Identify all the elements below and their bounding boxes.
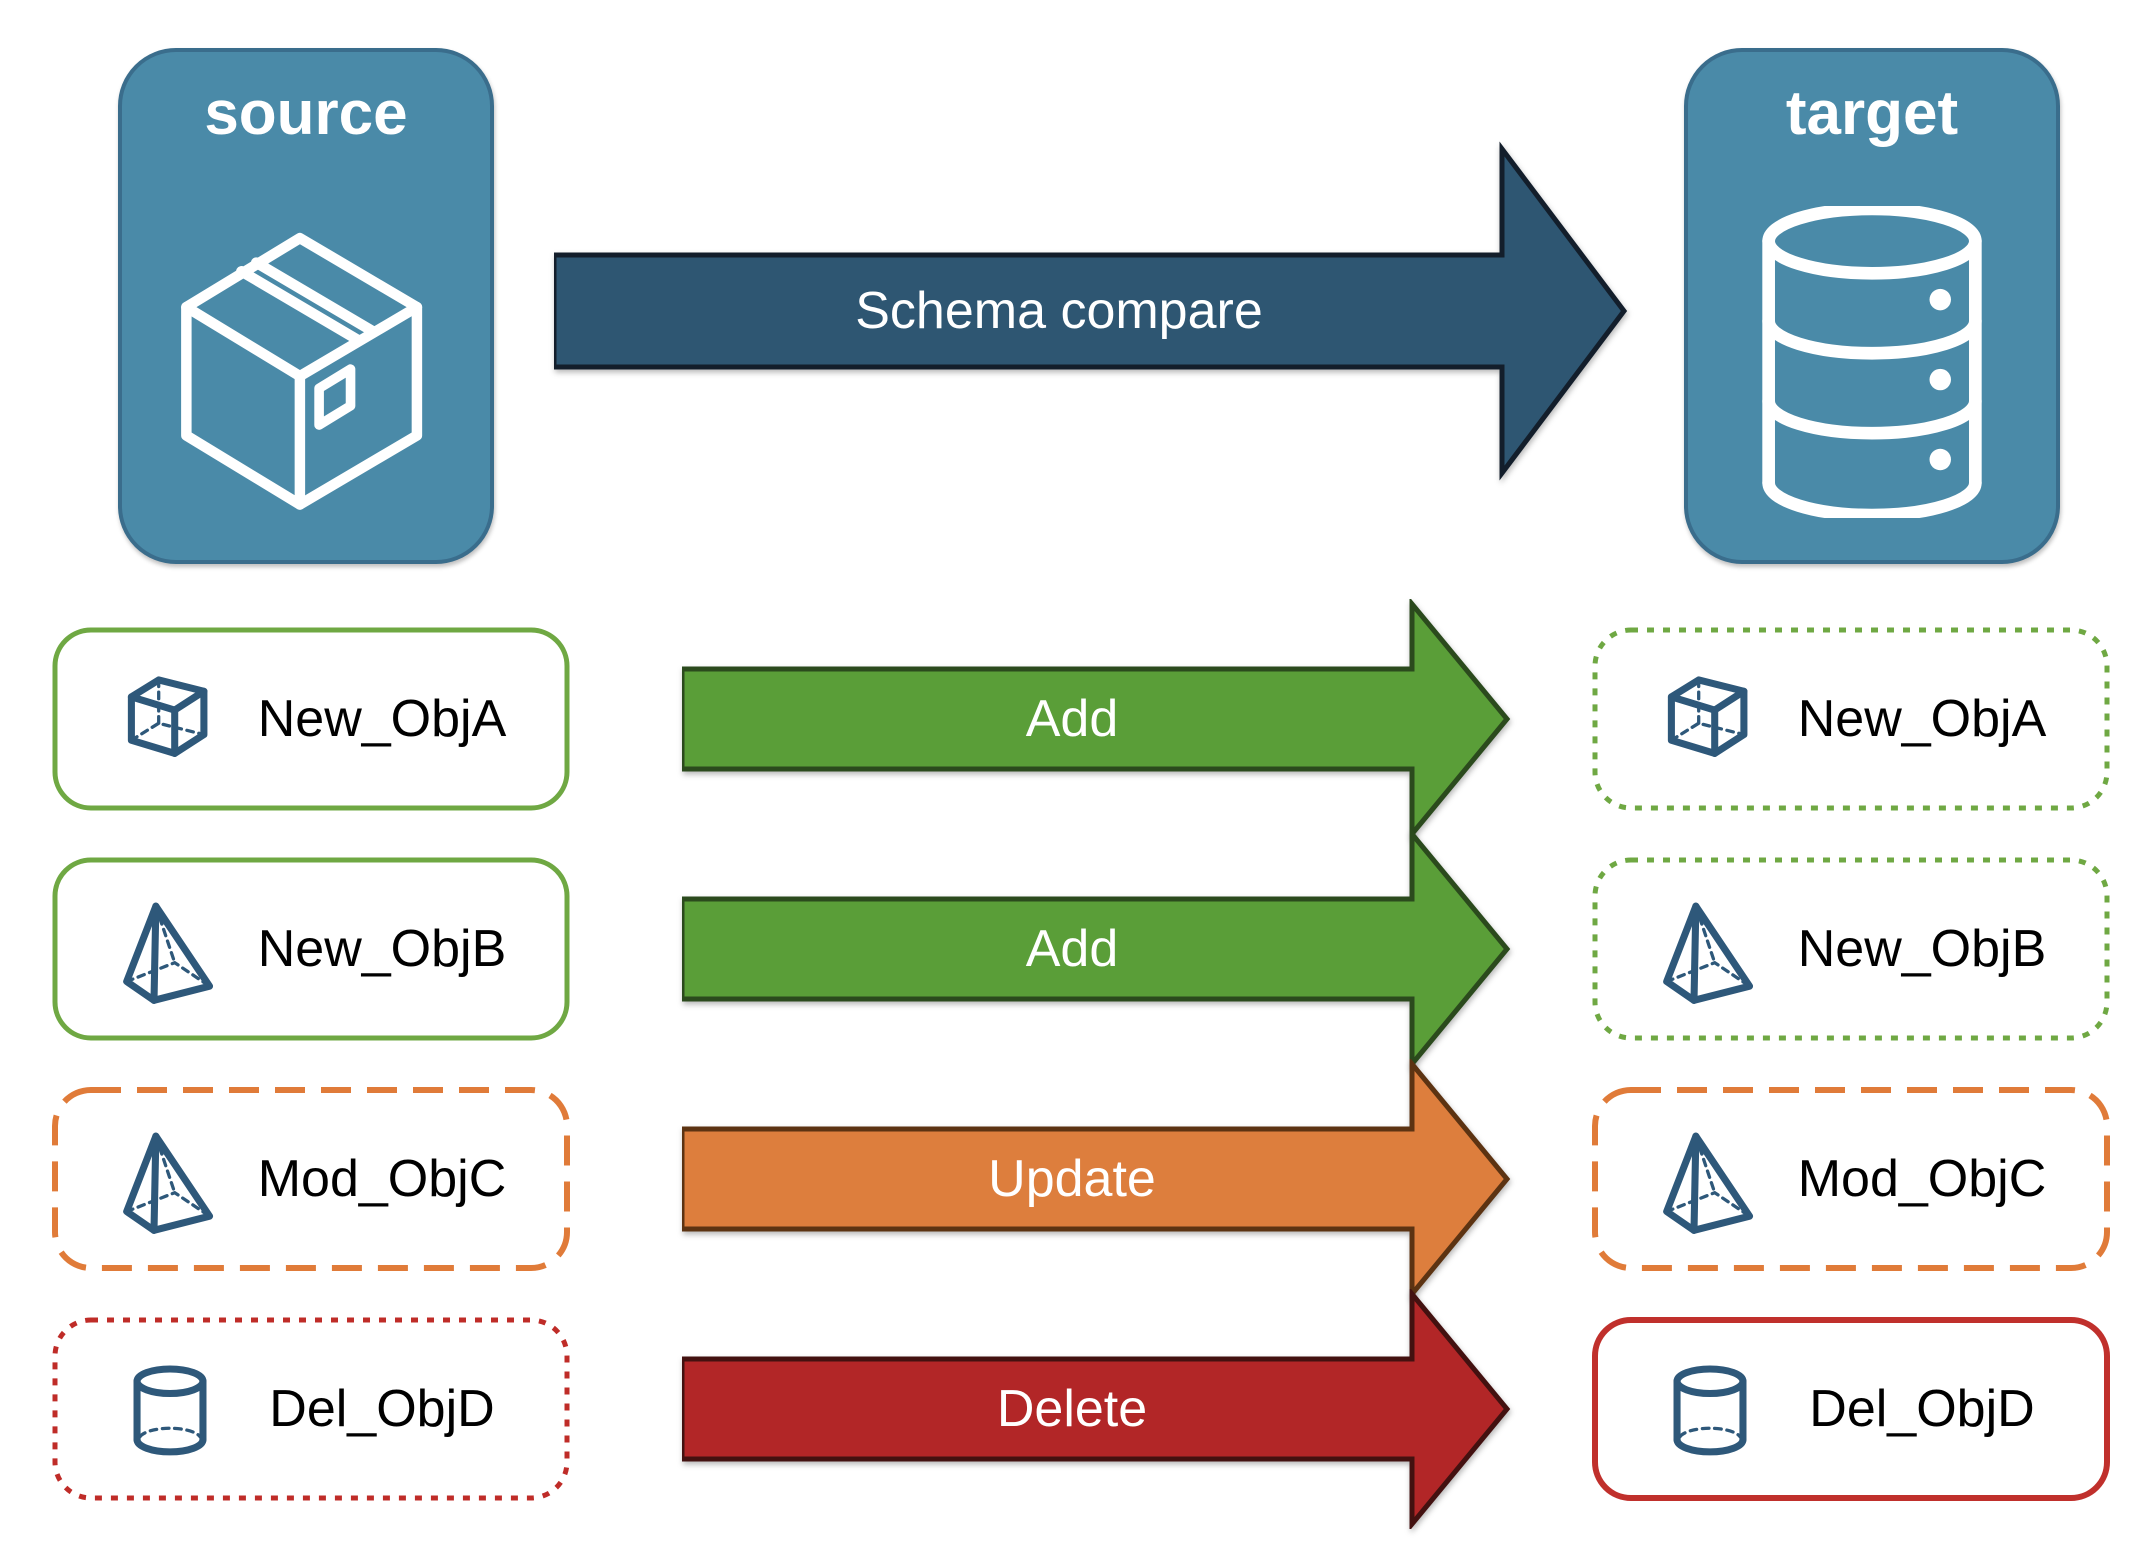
- source-object-card-new-objb: New_ObjB: [52, 857, 570, 1041]
- database-icon: [1762, 206, 1982, 518]
- object-label: Del_ObjD: [269, 1380, 495, 1438]
- source-node: source: [118, 48, 494, 564]
- object-label: Mod_ObjC: [1797, 1150, 2047, 1208]
- object-label: Mod_ObjC: [257, 1150, 507, 1208]
- schema-compare-arrow-label: Schema compare: [855, 282, 1263, 340]
- add-arrow-shape: [679, 597, 1511, 841]
- delete-arrow-label: Delete: [996, 1380, 1148, 1438]
- card-border-solid-green: [52, 627, 570, 811]
- add-arrow-shape: [679, 827, 1511, 1071]
- target-object-card-mod-objc: Mod_ObjC: [1592, 1087, 2110, 1271]
- update-arrow-row3: Update: [679, 1057, 1512, 1301]
- package-icon: [181, 232, 423, 510]
- delete-arrow-shape: [679, 1287, 1511, 1531]
- target-object-card-new-objb: New_ObjB: [1592, 857, 2110, 1041]
- object-label: New_ObjB: [257, 920, 507, 978]
- pyramid-icon: [118, 893, 222, 1006]
- target-title: target: [1785, 79, 1959, 148]
- update-arrow-shape: [679, 1057, 1511, 1301]
- update-arrow-label: Update: [988, 1150, 1156, 1208]
- card-border-dotted-green: [1592, 627, 2110, 811]
- pyramid-icon: [1658, 893, 1762, 1006]
- pyramid-icon: [118, 1123, 222, 1236]
- source-title: source: [204, 79, 408, 148]
- target-object-card-new-obja: New_ObjA: [1592, 627, 2110, 811]
- object-label: New_ObjA: [1797, 690, 2047, 748]
- source-object-card-del-objd: Del_ObjD: [52, 1317, 570, 1501]
- object-label: Del_ObjD: [1809, 1380, 2035, 1438]
- add-arrow-label: Add: [1025, 920, 1119, 978]
- delete-arrow-row4: Delete: [679, 1287, 1512, 1531]
- object-label: New_ObjB: [1797, 920, 2047, 978]
- pyramid-icon: [1658, 1123, 1762, 1236]
- object-label: New_ObjA: [257, 690, 507, 748]
- target-node: target: [1684, 48, 2060, 564]
- cube-icon: [1658, 663, 1762, 776]
- target-object-card-del-objd: Del_ObjD: [1592, 1317, 2110, 1501]
- schema-compare-arrow: Schema compare: [551, 141, 1630, 481]
- source-object-card-new-obja: New_ObjA: [52, 627, 570, 811]
- cylinder-icon: [118, 1353, 222, 1466]
- cylinder-icon: [1658, 1353, 1762, 1466]
- add-arrow-row2: Add: [679, 827, 1512, 1071]
- cube-icon: [118, 663, 222, 776]
- add-arrow-label: Add: [1025, 690, 1119, 748]
- schema-compare-arrow-shape: [551, 141, 1628, 481]
- source-object-card-mod-objc: Mod_ObjC: [52, 1087, 570, 1271]
- add-arrow-row1: Add: [679, 597, 1512, 841]
